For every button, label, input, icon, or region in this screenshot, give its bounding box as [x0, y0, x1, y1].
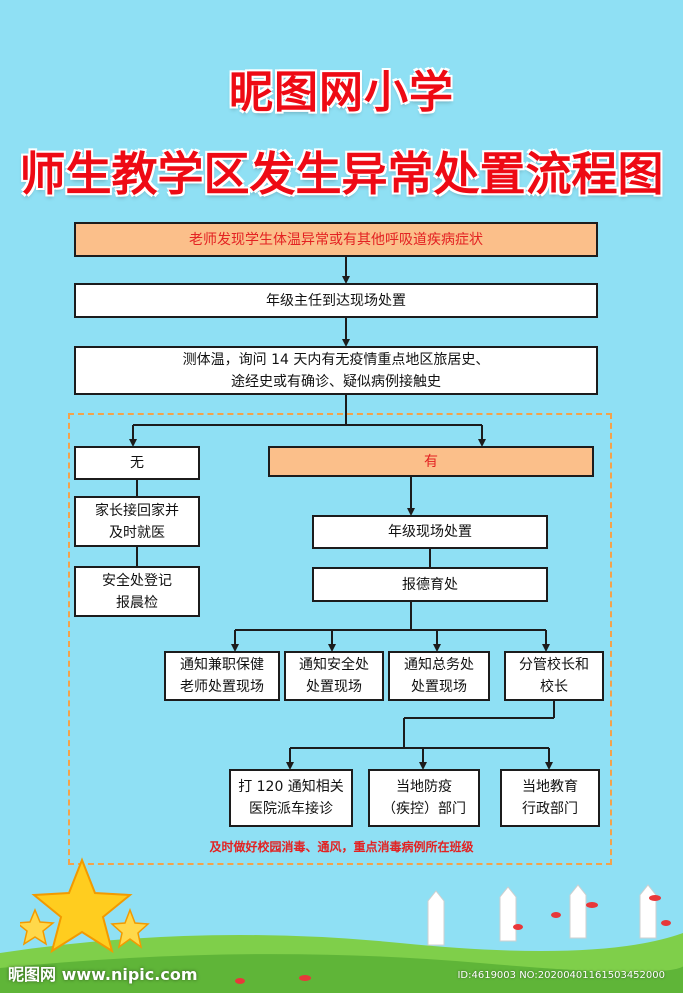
step-check-temperature: 测体温，询问 14 天内有无疫情重点地区旅居史、 途经史或有确诊、疑似病例接触史	[74, 346, 598, 395]
title-school: 昵图网小学	[229, 67, 454, 118]
final-call-120: 打 120 通知相关医院派车接诊	[229, 769, 353, 827]
final-cdc: 当地防疫（疾控）部门	[368, 769, 480, 827]
watermark-left: 昵图网 www.nipic.com	[8, 965, 198, 984]
grass-scene	[0, 884, 683, 993]
star-decoration	[20, 857, 150, 954]
watermark-right: ID:4619003 NO:20200401161503452000	[457, 970, 665, 981]
branch-yes-label: 有	[268, 446, 594, 477]
notify-safety-office: 通知安全处处置现场	[284, 651, 384, 701]
final-education-bureau: 当地教育行政部门	[500, 769, 600, 827]
step-teacher-discovers: 老师发现学生体温异常或有其他呼吸道疾病症状	[74, 222, 598, 257]
step-grade-director: 年级主任到达现场处置	[74, 283, 598, 318]
step-safety-register: 安全处登记报晨检	[74, 566, 200, 617]
response-section-border	[68, 413, 612, 865]
step-grade-onsite: 年级现场处置	[312, 515, 548, 549]
notify-principals: 分管校长和校长	[504, 651, 604, 701]
branch-no-label: 无	[74, 446, 200, 480]
disinfection-note: 及时做好校园消毒、通风，重点消毒病例所在班级	[209, 840, 474, 854]
step-parent-pickup: 家长接回家并及时就医	[74, 496, 200, 547]
notify-health-teacher: 通知兼职保健老师处置现场	[164, 651, 280, 701]
title-flowchart: 师生教学区发生异常处置流程图	[19, 147, 664, 201]
notify-general-affairs: 通知总务处处置现场	[388, 651, 490, 701]
step-report-moral-office: 报德育处	[312, 567, 548, 602]
